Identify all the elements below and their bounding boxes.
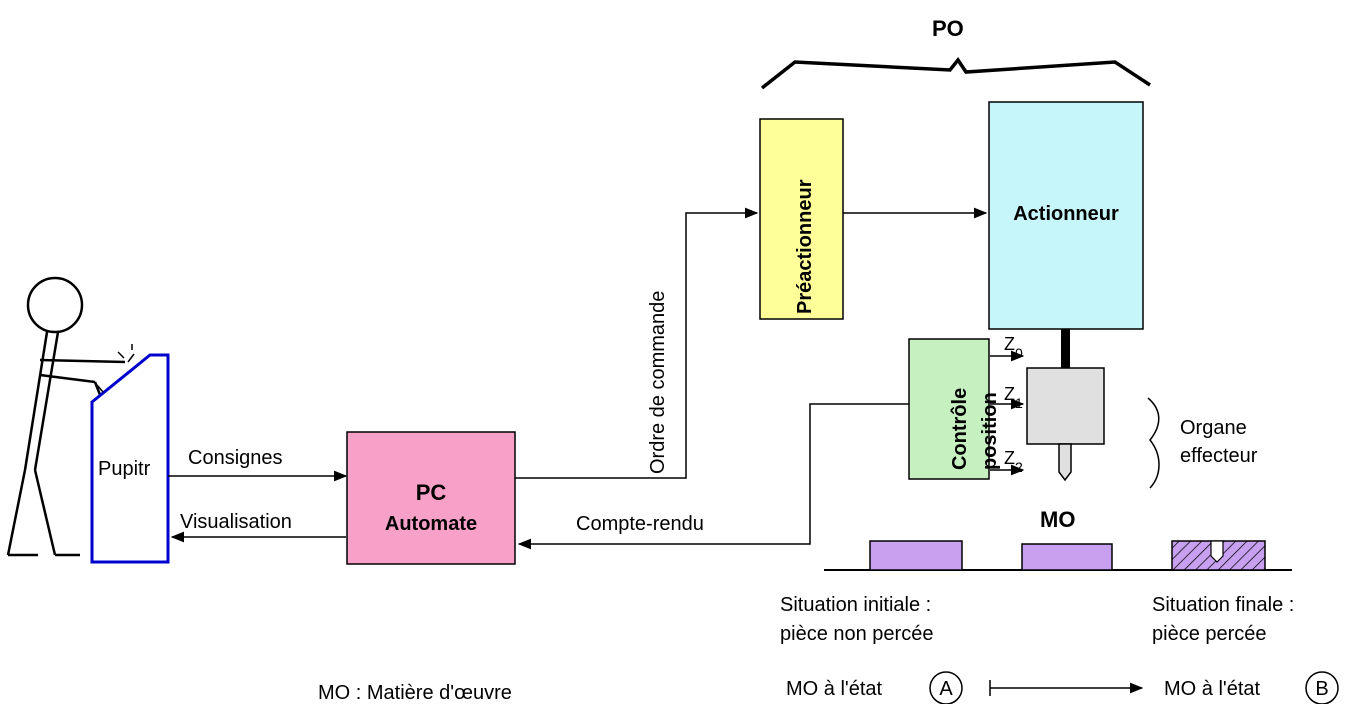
sensor-z2: Z 2 [990, 448, 1025, 476]
po-label: PO [932, 16, 964, 41]
pupitre-desk [90, 353, 170, 564]
actionneur-box [988, 101, 1144, 330]
situation-initiale-line1: Situation initiale : [780, 594, 931, 616]
visualisation-label: Visualisation [180, 511, 292, 533]
compte-rendu-label: Compte-rendu [576, 513, 704, 535]
situation-finale-line1: Situation finale : [1152, 594, 1294, 616]
svg-text:Z: Z [1004, 334, 1015, 354]
mo-state-b-label: MO à l'état [1164, 678, 1261, 700]
controle-position-box [908, 338, 990, 480]
svg-text:0: 0 [1015, 345, 1023, 361]
actionneur-label: Actionneur [1013, 203, 1119, 225]
mo-state-a-label: MO à l'état [786, 678, 883, 700]
state-b-circle [1305, 671, 1339, 704]
mo-label: MO [1040, 507, 1075, 532]
actionneur-rod [1061, 329, 1070, 369]
pupitre-label: Pupitr [98, 458, 151, 480]
svg-text:2: 2 [1015, 459, 1023, 475]
automate-label: Automate [385, 513, 477, 535]
mo-legend: MO : Matière d'œuvre [318, 682, 512, 704]
svg-text:Z: Z [1004, 448, 1015, 468]
controle-label: Contrôle [949, 388, 971, 470]
po-brace [760, 57, 1151, 90]
piece-finale-hole [1210, 540, 1224, 563]
pupitre-lamp-icon [96, 344, 135, 393]
drill-bit [1058, 443, 1072, 482]
preactionneur-label: Préactionneur [794, 179, 816, 314]
organe-label: Organe [1180, 417, 1247, 439]
svg-text:1: 1 [1015, 395, 1023, 411]
ordre-commande-line [515, 207, 759, 479]
situation-initiale-line2: pièce non percée [780, 623, 933, 645]
svg-text:Z: Z [1004, 384, 1015, 404]
compte-rendu-line [517, 403, 909, 550]
state-a-circle [929, 671, 963, 704]
state-b-letter: B [1315, 678, 1328, 700]
operator-figure [6, 276, 126, 557]
effecteur-label: effecteur [1180, 445, 1258, 467]
pc-label: PC [416, 480, 447, 505]
piece-intermediaire [1021, 543, 1113, 571]
effecteur-body [1026, 367, 1105, 445]
position-label: position [979, 392, 1001, 470]
sensor-z1: Z 1 [990, 384, 1025, 411]
consignes-label: Consignes [188, 447, 283, 469]
organe-brace [1147, 397, 1160, 489]
ordre-commande-label: Ordre de commande [647, 291, 669, 474]
state-a-letter: A [939, 678, 953, 700]
situation-finale-line2: pièce percée [1152, 623, 1267, 645]
piece-initiale [869, 540, 963, 571]
pc-automate-box [346, 431, 516, 565]
preactionneur-box [759, 118, 844, 320]
sensor-z0: Z 0 [990, 334, 1025, 362]
